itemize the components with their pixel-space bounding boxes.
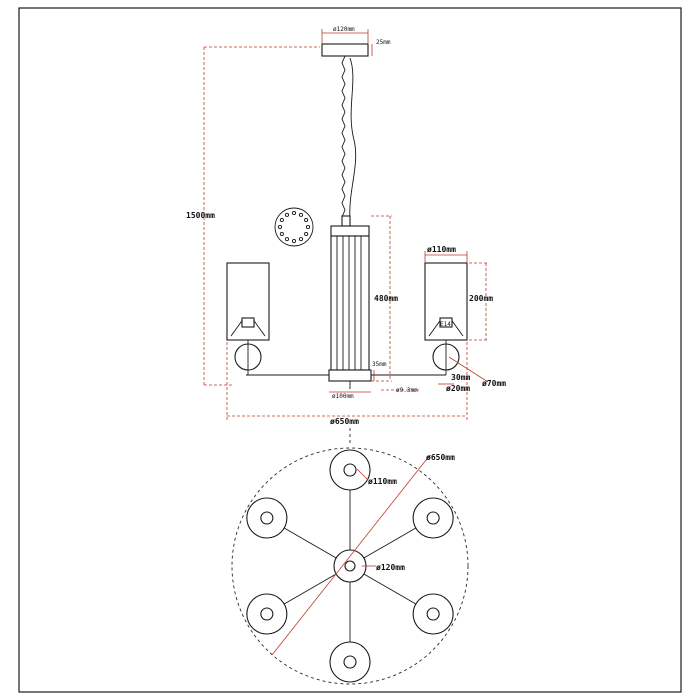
bead [277, 224, 283, 230]
bead [291, 210, 297, 216]
bead [304, 217, 309, 223]
power-cord [349, 57, 357, 221]
overall-width-label: ø650mm [330, 417, 359, 426]
drawing-frame [18, 7, 682, 693]
plan-shade-socket [426, 607, 440, 621]
plan-diameter-line [271, 454, 431, 656]
chain-hook [341, 215, 351, 227]
ring-height-label: 35mm [372, 361, 387, 368]
plan-shade-leader [356, 468, 369, 481]
plan-shade-socket [426, 511, 440, 525]
left-bulb-socket [241, 317, 255, 328]
left-lamp [226, 262, 270, 375]
plan-shade-socket [343, 463, 357, 477]
bead [305, 224, 311, 230]
shade-diameter-label: ø110mm [427, 245, 456, 254]
socket-marking: E14 [440, 321, 451, 328]
side-elevation: ø120mm 25mm 1500mm 480mm 35mm [186, 26, 506, 426]
bead-ring-detail [274, 207, 314, 247]
plan-outer-circle [231, 447, 469, 685]
plan-hub-inner [344, 560, 356, 572]
plan-shade-diameter-label: ø110mm [368, 477, 397, 486]
bead [298, 237, 304, 242]
overall-height-label: 1500mm [186, 211, 215, 220]
shade-height-label: 200mm [469, 294, 493, 303]
plan-shade-socket [343, 655, 357, 669]
ball-diameter-label: ø70mm [482, 379, 506, 388]
body-top-cap [330, 225, 370, 237]
bead [284, 237, 290, 242]
ball-gap-label: 30mm [451, 373, 470, 382]
hub-diameter-label: ø100mm [332, 393, 354, 400]
canopy-diameter-label: ø120mm [333, 26, 355, 33]
bead [298, 212, 304, 217]
right-lamp: E14 [424, 262, 468, 375]
plan-shade-socket [260, 607, 274, 621]
bead [284, 212, 290, 217]
right-glass-shade [424, 262, 468, 341]
body-bottom-ring [328, 369, 372, 382]
bead-ring-outline [274, 207, 314, 247]
canopy-height-label: 25mm [376, 39, 391, 46]
body-height-label: 480mm [374, 294, 398, 303]
ceiling-canopy [321, 43, 369, 57]
plan-view: ø650mm ø110mm ø120mm [231, 428, 469, 685]
suspension-chain [341, 55, 346, 232]
plan-shade-socket [260, 511, 274, 525]
right-bulb-socket [439, 317, 453, 328]
arm-diameter-label: ø9.3mm [396, 387, 418, 394]
plan-hub-diameter-label: ø120mm [376, 563, 405, 572]
plan-outer-diameter-label: ø650mm [426, 453, 455, 462]
socket-diameter-label: ø20mm [446, 384, 470, 393]
left-glass-shade [226, 262, 270, 341]
bead [279, 231, 284, 237]
plan-arms [246, 449, 454, 683]
ball-diameter-leader [448, 356, 489, 383]
bead [304, 231, 309, 237]
bead [291, 238, 297, 244]
bead [279, 217, 284, 223]
